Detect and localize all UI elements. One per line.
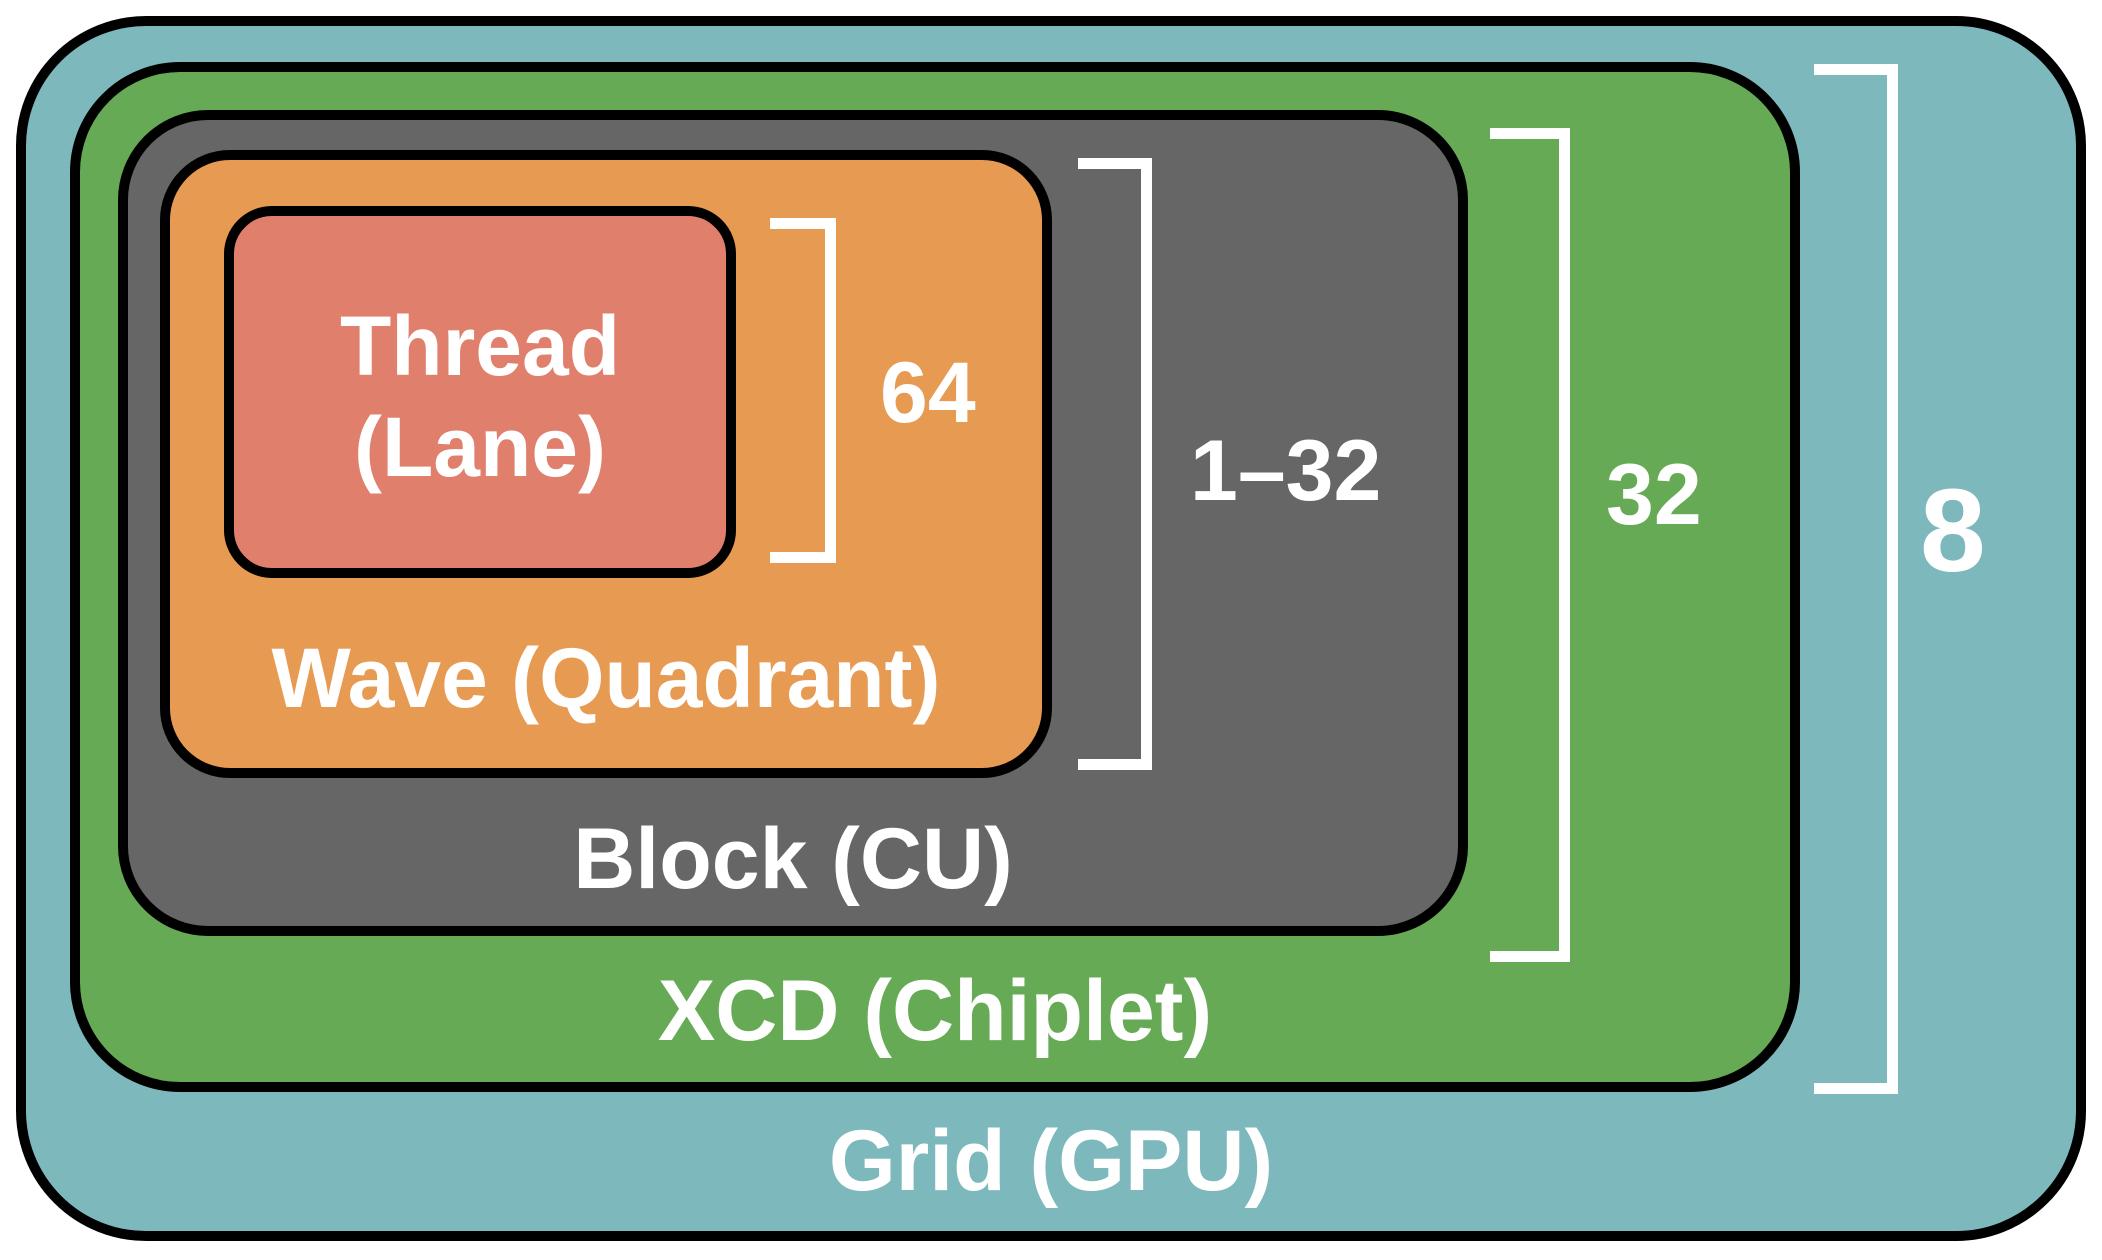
threads-per-wave-bracket (770, 218, 836, 563)
wave-quadrant-label: Wave (Quadrant) (271, 631, 941, 725)
waves-per-block-count: 1–32 (1190, 423, 1382, 519)
xcds-per-grid-count: 8 (1920, 465, 1986, 597)
thread-label-line2: (Lane) (354, 399, 606, 494)
xcds-per-grid-bracket (1814, 64, 1898, 1094)
waves-per-block-bracket (1078, 158, 1152, 770)
blocks-per-xcd-count: 32 (1606, 447, 1702, 543)
threads-per-wave-count: 64 (880, 345, 976, 441)
block-cu-label: Block (CU) (573, 811, 1013, 907)
blocks-per-xcd-bracket (1490, 128, 1570, 962)
thread-lane-label: Thread (Lane) (224, 296, 736, 498)
grid-gpu-label: Grid (GPU) (828, 1113, 1274, 1209)
thread-label-line1: Thread (339, 299, 621, 393)
thread-lane-box (224, 206, 736, 578)
xcd-chiplet-label: XCD (Chiplet) (657, 963, 1213, 1059)
